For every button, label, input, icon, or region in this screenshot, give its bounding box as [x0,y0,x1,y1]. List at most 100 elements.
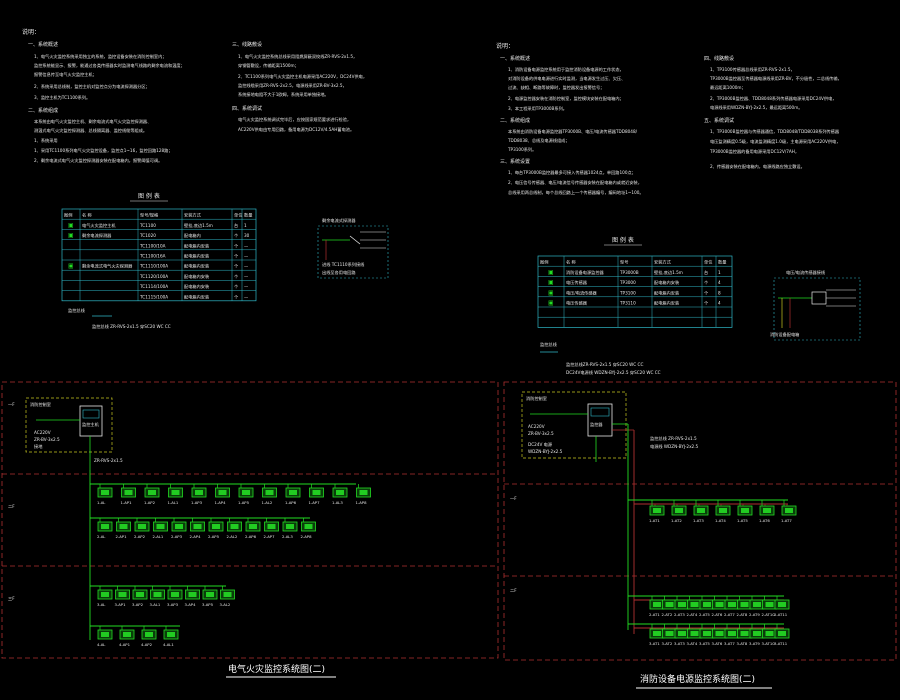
right-monitor-host-name: 监控器 [590,421,603,428]
left-s2-line-5: 2、剩余电流式电气火灾监控探测器安装在配电箱内，报警阈值可调。 [34,157,162,164]
left-legend-symbol-icon: ▣ [68,232,74,239]
right-power-note-2: WDZN-BYJ-2x2.5 [528,449,563,454]
right-s3-line-3: 总线采用两总线制，每个总线回路上一个传感器编号，编码地址1~100。 [508,189,644,196]
left-legend-cell: 30 [244,233,250,238]
right-s4-line-1: 1、TP3100传感器总线采用ZR-RVS-2x1.5， [710,66,795,73]
left-row4-detector-body [145,632,153,637]
left-legend-cell: 配电箱内安装 [184,283,210,290]
right-section-2-title: 二、系统组成 [500,117,530,124]
left-section-4-title: 四、系统调试 [232,105,262,112]
right-s1-line-3: 过流、缺相、断路等故障时，监控器发出报警信号； [508,84,604,91]
right-wiring-caption-2: 消防设备配电箱 [770,331,799,338]
right-legend-note-2: 监控总线ZR-RVS-2x1.5 穿SC20 WC CC [566,361,643,368]
left-row1-detector-label: 1-AP3 [191,500,203,505]
right-row3-detector-label: 3-AT8 [737,641,748,646]
right-s4-line-9: TP3000B监控器的备用电源采用DC12V/7AH， [709,148,799,155]
left-row3-detector-body [101,592,109,597]
left-row1-detector-label: 1-AP2 [144,500,156,505]
right-row1-detector-body [675,508,683,513]
left-row1-detector-label: 1-AL2 [262,500,273,505]
right-row3-detector-body [678,631,686,636]
right-s1-line-5: 3、本工程采用TP3000B系列。 [508,105,567,112]
left-s1-line-4: 2、系统采用总线制，监控主机对监控点分为电流探测器分区； [34,83,150,90]
right-section-4-title: 四、线路敷设 [704,55,734,62]
left-row3-detector-body [171,592,179,597]
right-row3-detector-body [765,631,774,636]
right-section-1-title: 一、系统概述 [500,55,530,62]
left-row2-detector-label: 2-AL2 [227,534,238,539]
left-legend-cell: 剩余电流式电气火灾探测器 [82,263,133,270]
left-s1-line-3: 报警信息传至电气火灾监控主机； [34,71,97,78]
left-legend-cell: 个 [234,264,239,269]
left-row2-detector-body [138,524,146,529]
right-row1-detector-label: 1-AT1 [649,518,660,523]
left-row1-detector-label: 1-AP6 [285,500,297,505]
right-s2-line-3: TP3100系列。 [507,146,536,153]
left-row2-detector-body [304,524,313,529]
left-legend-border [61,208,257,302]
right-s4-line-6: 五、系统调试 [704,117,734,124]
left-row2-detector-label: 2-AP1 [116,534,128,539]
left-row4-detector-label: 4-AP1 [119,642,131,647]
left-control-room [25,397,113,453]
left-row2-detector-body [286,524,294,529]
right-legend-cell: 台 [704,269,708,276]
right-legend-cell: 消防设备电源监控器 [566,269,605,276]
right-legend-cell: 配电箱内安装 [654,279,680,286]
left-legend-cell: — [244,294,248,299]
left-row2-detector-label: 2-AL3 [282,534,293,539]
left-legend-cell: — [244,284,248,289]
right-legend-cell: 配电箱内安装 [654,289,680,296]
left-legend-cell: — [244,254,248,259]
right-row2-detector-label: 2-AT11 [774,612,788,617]
left-control-room-label: 消防控制室 [30,401,51,408]
left-row1-detector-label: 1-AL [97,500,106,505]
left-row2-detector-label: 2-AP7 [264,534,276,539]
left-legend-cell: 个 [234,274,239,279]
right-floor-label-1: 一F [510,496,517,501]
left-system-title: 电气火灾监控系统图(二) [228,663,325,675]
left-row1-detector-label: 1-AP1 [121,500,133,505]
right-system-diagram: 一F 二F 消防控制室 监控器 AC220V ZR-BV-3x2.5 DC24V… [503,381,897,689]
right-row1-detector-body [785,508,793,513]
right-row3-detector-label: 3-AT10 [762,641,776,646]
left-legend-header: 安装方式 [184,212,202,219]
left-row2-detector-body [267,524,276,529]
right-legend-cell: 电压传感器 [566,300,588,307]
left-row1-detector-label: 1-AP8 [356,500,368,505]
right-row2-detector-label: 2-AT1 [649,612,660,617]
left-s3-line-2: 穿钢管敷设，传输距离1500m； [238,62,299,69]
right-legend-cell: 4 [718,280,721,285]
left-s4-line-2: AC220V供电由专用回路，备用电源为DC12V/4.5AH蓄电池。 [238,126,354,133]
left-s2-line-4: 1、采用TC1100系列电气火灾监控设备，监控点1~16，监控回路128路； [34,147,173,154]
right-legend-note-1: 监控总线 [540,341,558,348]
left-wiring-detail: 剩余电流式探测器 进线 TC1110系列接线 出线至各用电回路 [317,217,389,279]
left-row3-detector-label: 3-AL1 [150,602,161,607]
left-legend-header: 型号/规格 [140,212,159,219]
right-row1-detector-body [741,508,749,513]
right-row3-detector-body [728,631,736,636]
right-row1-detector-body [653,508,661,513]
right-legend-symbol-icon: ▣ [548,289,554,296]
right-wiring-caption-1: 电压/电流传感器接线 [786,269,826,276]
right-row3-detector-label: 3-AT6 [712,641,723,646]
left-row1-detector-body [101,490,109,495]
left-monitor-host [79,405,103,437]
left-legend-cell: 配电箱内 [184,232,201,239]
left-legend-cell: 配电箱内安装 [184,253,210,260]
left-wiring-caption-3: 出线至各用电回路 [322,269,356,276]
right-legend-cell: TP3110 [619,301,636,306]
left-row3-detector-label: 3-AP2 [132,602,144,607]
left-row1-detector-label: 1-AL3 [332,500,343,505]
right-legend-cell: 个 [704,290,709,295]
left-legend-cell: TC1120/100A [139,274,168,279]
right-row3-detector-label: 3-AT5 [699,641,710,646]
right-row3-detector-body [703,631,711,636]
left-row1-detector-body [312,490,321,495]
